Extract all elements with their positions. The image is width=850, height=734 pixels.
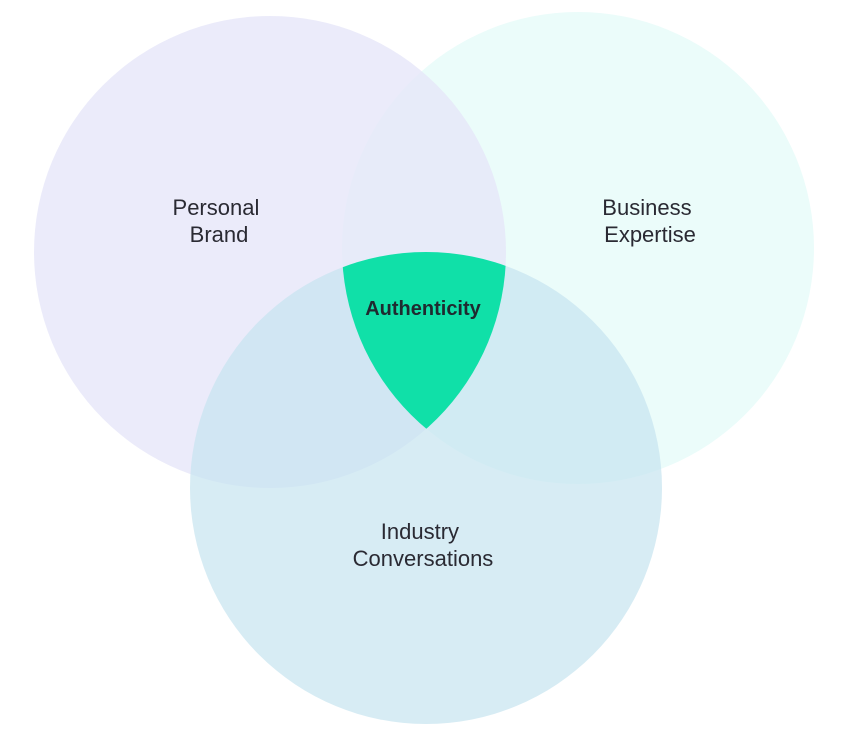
- circle-industry-conversations: [190, 252, 662, 724]
- label-authenticity: Authenticity: [365, 298, 481, 320]
- label-personal-brand: Personal Brand: [173, 195, 266, 247]
- label-business-expertise: Business Expertise: [602, 195, 697, 247]
- label-industry-conversations: Industry Conversations: [353, 519, 494, 571]
